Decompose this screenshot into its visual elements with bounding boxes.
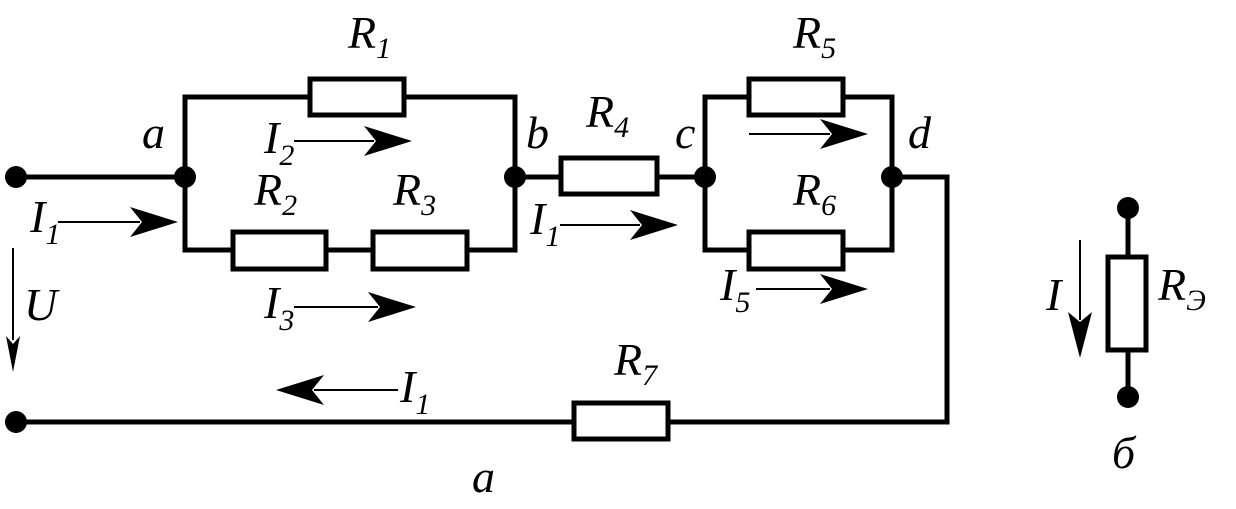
arrow-i1-input-head <box>130 207 178 237</box>
wire-return <box>13 174 950 425</box>
caption-left: a <box>472 451 495 502</box>
wires <box>13 94 1131 425</box>
resistor-r4 <box>558 155 660 197</box>
resistor-r6 <box>746 229 846 272</box>
resistor-r5-label: R5 <box>792 7 836 65</box>
resistor-r2-label: R2 <box>253 164 297 222</box>
arrow-i5-head <box>820 274 868 304</box>
caption-right: б <box>1112 427 1137 478</box>
arrows <box>6 119 1092 405</box>
current-i1-return-label: I1 <box>399 361 430 421</box>
arrow-i-eq-head <box>1068 312 1092 358</box>
node-b-label: b <box>526 107 549 158</box>
resistor-r1 <box>307 76 407 118</box>
nodes <box>5 166 1139 433</box>
resistor-r2 <box>230 229 329 272</box>
arrow-u-head <box>6 336 20 372</box>
terminal-top <box>5 166 27 188</box>
resistor-r4-label: R4 <box>585 86 629 144</box>
resistor-req <box>1105 254 1149 353</box>
resistor-r3 <box>370 229 470 272</box>
resistor-r5 <box>746 76 846 118</box>
arrow-i3-head <box>368 292 416 322</box>
labels: a b c d R1 R2 R3 R4 R5 R6 R7 RЭ I1 I2 I3… <box>24 7 1206 502</box>
terminal-eq-bottom <box>1117 386 1139 408</box>
resistor-r6-label: R6 <box>792 164 836 222</box>
resistors <box>230 76 1149 442</box>
resistor-r7 <box>571 400 671 442</box>
terminal-bottom <box>5 411 27 433</box>
current-i2-label: I2 <box>263 112 294 172</box>
node-d-dot <box>881 166 903 188</box>
arrow-i1-middle-head <box>630 210 678 240</box>
arrow-r5-head <box>820 119 868 149</box>
current-i-eq-label: I <box>1045 269 1064 320</box>
node-c-dot <box>694 166 716 188</box>
resistor-r1-label: R1 <box>347 7 391 65</box>
current-i5-label: I5 <box>719 259 750 319</box>
voltage-u-label: U <box>24 279 60 330</box>
node-a-label: a <box>142 107 165 158</box>
arrow-i1-return-head <box>276 375 324 405</box>
current-i3-label: I3 <box>263 277 294 337</box>
resistor-r7-label: R7 <box>613 334 659 392</box>
terminal-eq-top <box>1117 197 1139 219</box>
current-i1-input-label: I1 <box>29 191 60 251</box>
resistor-r3-label: R3 <box>392 164 436 222</box>
node-b-dot <box>504 166 526 188</box>
node-c-label: c <box>675 107 695 158</box>
arrow-i2-head <box>364 126 412 156</box>
resistor-req-label: RЭ <box>1157 259 1206 317</box>
wire-branch-23 <box>182 174 518 253</box>
node-a-dot <box>174 166 196 188</box>
node-d-label: d <box>908 107 932 158</box>
current-i1-middle-label: I1 <box>529 193 560 253</box>
